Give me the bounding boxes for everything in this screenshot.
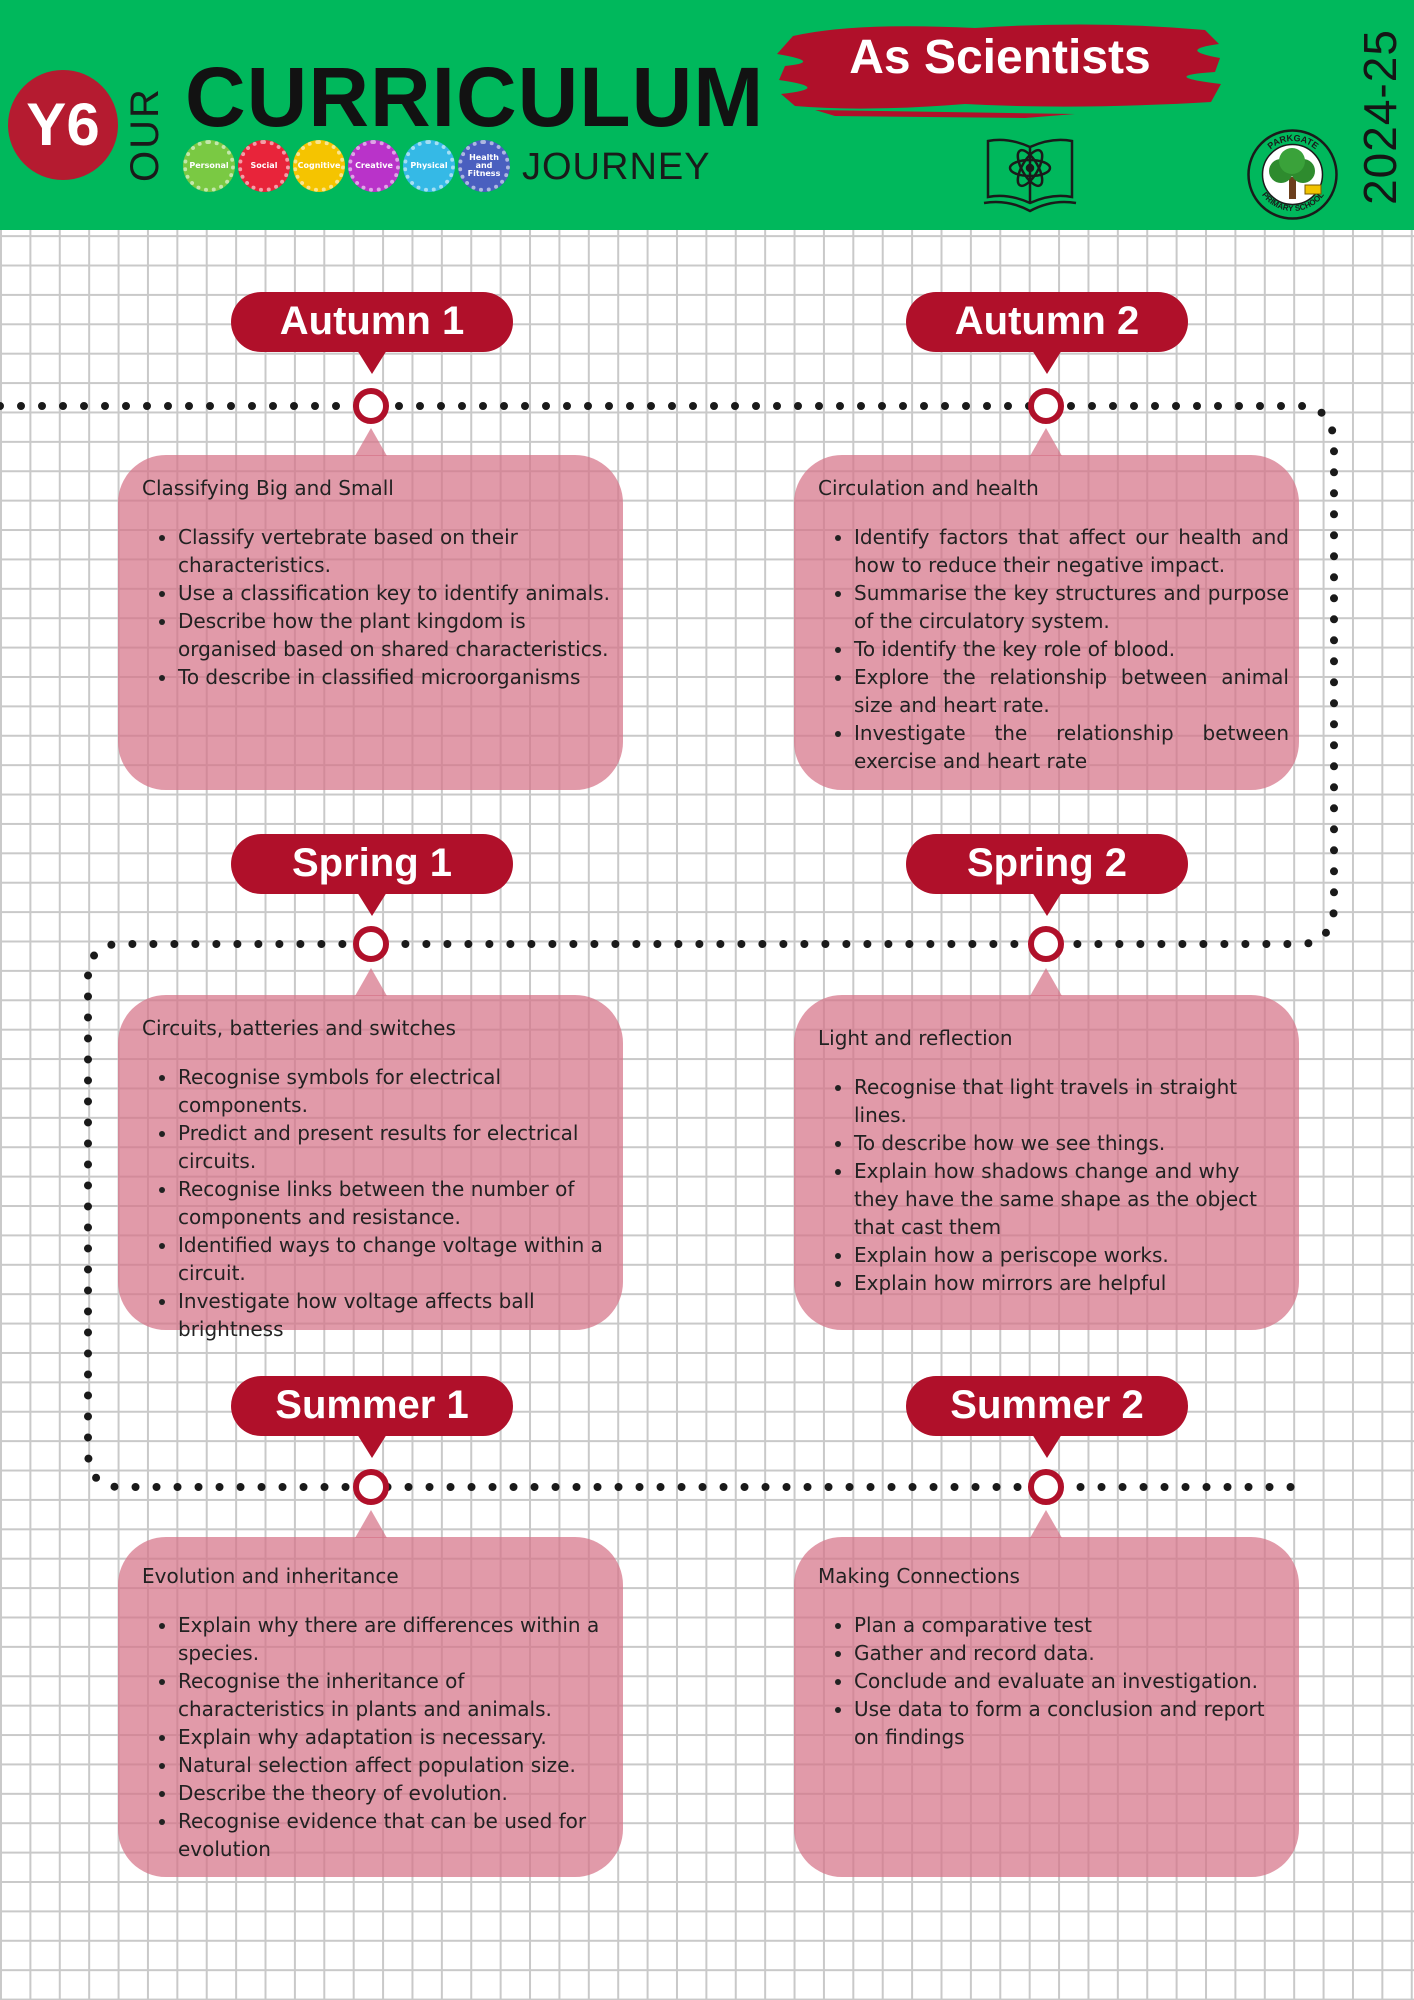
list-item: Natural selection affect population size… <box>178 1751 613 1779</box>
list-item: To describe how we see things. <box>854 1129 1289 1157</box>
topic-title: Evolution and inheritance <box>142 1564 399 1588</box>
timeline-node <box>353 1469 389 1505</box>
tab-pointer <box>357 892 387 916</box>
objective-list: Plan a comparative test Gather and recor… <box>818 1611 1289 1751</box>
list-item: Identify factors that affect our health … <box>854 523 1289 579</box>
school-logo: PARKGATE PRIMARY SCHOOL <box>1247 129 1338 220</box>
development-gears: Personal Social Cognitive Creative Physi… <box>183 140 513 198</box>
list-item: Explain how shadows change and why they … <box>854 1157 1289 1241</box>
term-tab-autumn-2: Autumn 2 <box>906 292 1188 352</box>
objective-list: Explain why there are differences within… <box>142 1611 613 1863</box>
list-item: Recognise symbols for electrical compone… <box>178 1063 613 1119</box>
term-tab-summer-2: Summer 2 <box>906 1376 1188 1436</box>
year-group-badge: Y6 <box>8 70 118 180</box>
term-card-summer-1: Evolution and inheritance Explain why th… <box>118 1537 623 1877</box>
list-item: Use data to form a conclusion and report… <box>854 1695 1289 1751</box>
objective-list: Recognise that light travels in straight… <box>818 1073 1289 1297</box>
topic-title: Circuits, batteries and switches <box>142 1016 456 1040</box>
journey-label: JOURNEY <box>522 146 711 188</box>
card-pointer <box>1030 1510 1062 1538</box>
list-item: Investigate how voltage affects ball bri… <box>178 1287 613 1343</box>
list-item: To identify the key role of blood. <box>854 635 1289 663</box>
term-card-summer-2: Making Connections Plan a comparative te… <box>794 1537 1299 1877</box>
objective-list: Classify vertebrate based on their chara… <box>142 523 613 691</box>
card-pointer <box>355 968 387 996</box>
gear-icon: Personal <box>183 140 235 192</box>
science-book-icon <box>983 138 1077 213</box>
page-title: CURRICULUM <box>185 50 765 144</box>
topic-title: Classifying Big and Small <box>142 476 394 500</box>
list-item: Explain how mirrors are helpful <box>854 1269 1289 1297</box>
list-item: To describe in classified microorganisms <box>178 663 613 691</box>
topic-title: Making Connections <box>818 1564 1020 1588</box>
list-item: Use a classification key to identify ani… <box>178 579 613 607</box>
list-item: Recognise links between the number of co… <box>178 1175 613 1231</box>
list-item: Plan a comparative test <box>854 1611 1289 1639</box>
timeline-node <box>1028 388 1064 424</box>
list-item: Describe how the plant kingdom is organi… <box>178 607 613 663</box>
objective-list: Recognise symbols for electrical compone… <box>142 1063 613 1343</box>
gear-icon: Health and Fitness <box>458 140 510 192</box>
list-item: Summarise the key structures and purpose… <box>854 579 1289 635</box>
list-item: Explore the relationship between animal … <box>854 663 1289 719</box>
strand-title: As Scientists <box>849 31 1151 84</box>
topic-title: Light and reflection <box>818 1026 1013 1050</box>
gear-icon: Cognitive <box>293 140 345 192</box>
gear-icon: Social <box>238 140 290 192</box>
timeline-node <box>1028 926 1064 962</box>
list-item: Identified ways to change voltage within… <box>178 1231 613 1287</box>
card-pointer <box>355 1510 387 1538</box>
gear-icon: Physical <box>403 140 455 192</box>
term-card-autumn-1: Classifying Big and Small Classify verte… <box>118 455 623 790</box>
tab-pointer <box>1032 892 1062 916</box>
header-banner: Y6 OUR CURRICULUM Personal Social Cognit… <box>0 0 1414 230</box>
list-item: Recognise the inheritance of characteris… <box>178 1667 613 1723</box>
term-card-spring-2: Light and reflection Recognise that ligh… <box>794 995 1299 1330</box>
topic-title: Circulation and health <box>818 476 1039 500</box>
list-item: Predict and present results for electric… <box>178 1119 613 1175</box>
term-tab-spring-1: Spring 1 <box>231 834 513 894</box>
term-card-spring-1: Circuits, batteries and switches Recogni… <box>118 995 623 1341</box>
timeline-node <box>1028 1469 1064 1505</box>
term-tab-summer-1: Summer 1 <box>231 1376 513 1436</box>
list-item: Explain why there are differences within… <box>178 1611 613 1667</box>
tab-pointer <box>1032 1434 1062 1458</box>
list-item: Gather and record data. <box>854 1639 1289 1667</box>
timeline-node <box>353 388 389 424</box>
term-card-autumn-2: Circulation and health Identify factors … <box>794 455 1299 790</box>
list-item: Classify vertebrate based on their chara… <box>178 523 613 579</box>
brush-stroke-banner <box>777 24 1221 118</box>
list-item: Investigate the relationship between exe… <box>854 719 1289 775</box>
tab-pointer <box>357 1434 387 1458</box>
timeline-node <box>353 926 389 962</box>
list-item: Describe the theory of evolution. <box>178 1779 613 1807</box>
term-tab-spring-2: Spring 2 <box>906 834 1188 894</box>
list-item: Explain how a periscope works. <box>854 1241 1289 1269</box>
list-item: Recognise that light travels in straight… <box>854 1073 1289 1129</box>
card-pointer <box>1030 968 1062 996</box>
list-item: Recognise evidence that can be used for … <box>178 1807 613 1863</box>
tab-pointer <box>357 350 387 374</box>
objective-list: Identify factors that affect our health … <box>818 523 1289 775</box>
card-pointer <box>1030 428 1062 456</box>
gear-icon: Creative <box>348 140 400 192</box>
tab-pointer <box>1032 350 1062 374</box>
list-item: Conclude and evaluate an investigation. <box>854 1667 1289 1695</box>
list-item: Explain why adaptation is necessary. <box>178 1723 613 1751</box>
term-tab-autumn-1: Autumn 1 <box>231 292 513 352</box>
card-pointer <box>355 428 387 456</box>
